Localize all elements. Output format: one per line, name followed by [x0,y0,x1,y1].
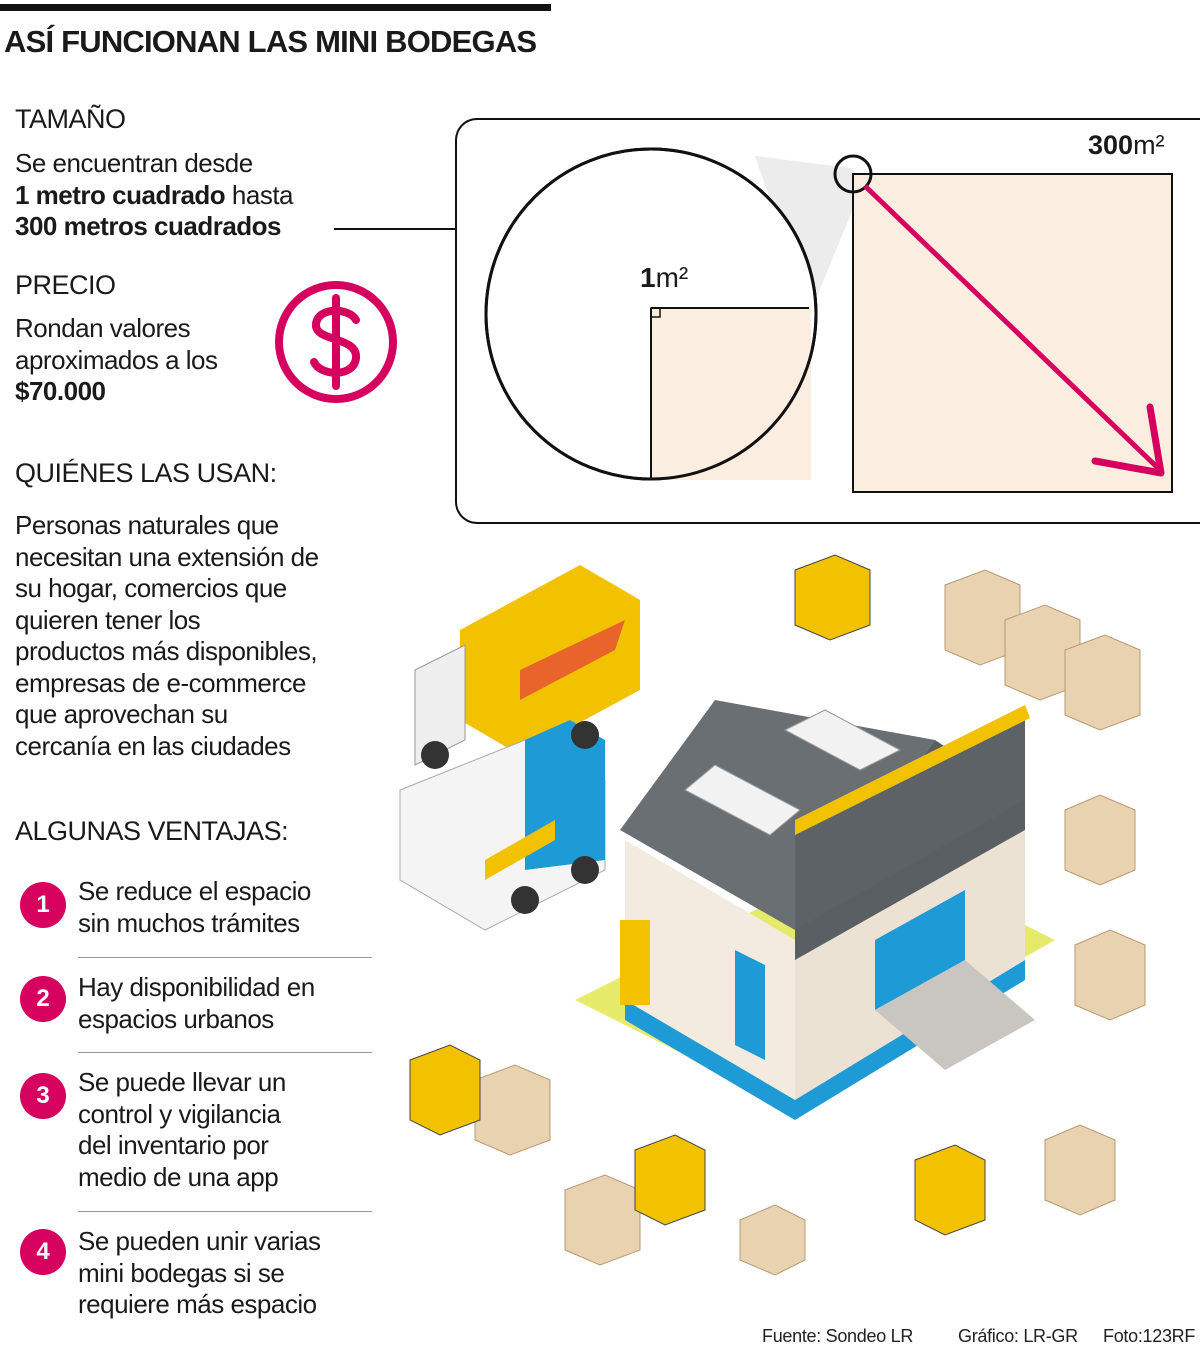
users-line: Personas naturales que [15,510,279,540]
users-text: Personas naturales que necesitan una ext… [15,510,319,762]
small-area-label: 1m² [640,262,688,294]
small-area-unit: m² [655,262,689,293]
size-heading: TAMAÑO [15,104,126,134]
divider [78,1052,372,1053]
advantage-number: 4 [20,1229,66,1275]
ramp [875,960,1035,1070]
entry-door [735,950,765,1060]
size-line-2-rest: hasta [225,179,294,210]
credit-source: Fuente: Sondeo LR [762,1326,914,1346]
loading-door [875,890,965,1010]
page-title: ASÍ FUNCIONAN LAS MINI BODEGAS [4,24,537,59]
users-line: quieren tener los [15,604,201,635]
users-line: empresas de e-commerce [15,667,306,698]
box-pallets [474,569,1146,1276]
credit-graphic: Gráfico: LR-GR [958,1326,1078,1346]
small-area-value: 1 [640,262,656,293]
users-line: cercanía en las ciudades [15,730,291,761]
dollar-circle-icon [275,281,397,403]
divider [78,957,372,958]
title-rule [0,4,551,11]
price-heading: PRECIO [15,270,116,300]
warehouse-illustration [399,554,1146,1276]
users-heading: QUIÉNES LAS USAN: [15,458,277,488]
electrical-box [620,920,650,1005]
advantage-number: 1 [20,882,66,928]
size-diagram [484,147,1173,493]
divider [78,1211,372,1212]
advantage-number: 2 [20,976,66,1022]
size-line-2: 1 metro cuadrado hasta [15,180,293,212]
size-line-1: Se encuentran desde [15,148,253,178]
large-area-value: 300 [1088,130,1134,160]
size-text: Se encuentran desde 1 metro cuadrado has… [15,148,293,243]
advantages-heading: ALGUNAS VENTAJAS: [15,816,289,846]
advantage-number: 3 [20,1073,66,1119]
small-area-marker [833,154,873,194]
users-line: que aprovechan su [15,699,228,729]
forklifts [409,554,986,1236]
large-area-label: 300m² [1088,130,1165,161]
arrow-icon [863,184,1162,472]
leader-line [334,228,456,230]
size-diagram-panel [455,118,1200,524]
users-line: su hogar, comercios que [15,573,287,603]
large-area-unit: m² [1133,130,1165,160]
credit-photo: Foto:123RF [1103,1326,1196,1346]
price-value: $70.000 [15,376,106,406]
price-line-1: Rondan valores [15,313,191,343]
size-min-label: 1 metro cuadrado [15,179,226,210]
price-text: Rondan valores aproximados a los $70.000 [15,313,218,408]
price-line-2: aproximados a los [15,344,218,375]
users-line: necesitan una extensión de [15,541,319,572]
size-max-label: 300 metros cuadrados [15,211,282,241]
users-line: productos más disponibles, [15,636,318,666]
